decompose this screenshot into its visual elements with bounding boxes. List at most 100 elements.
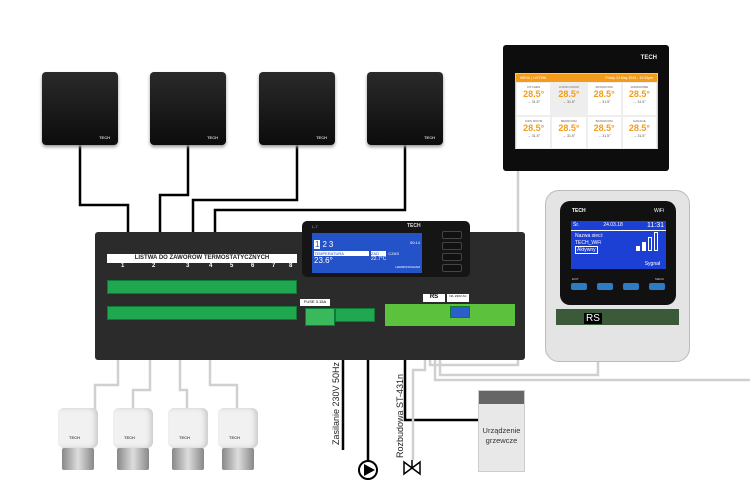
day: Śr. <box>573 222 580 228</box>
zone-number: 5 <box>230 263 234 269</box>
date: 24.03.18 <box>603 222 623 228</box>
room-temp: 28.5° <box>523 89 545 99</box>
room-setpoint: → 31.5° <box>527 100 540 104</box>
brand-logo: TECH <box>407 223 421 229</box>
menu-button[interactable] <box>649 283 665 290</box>
status: Aktywny <box>575 246 598 254</box>
room-name: BATHROOM <box>595 85 613 89</box>
temp-value: 23.6° <box>314 256 333 265</box>
power-terminal-label: N/L 230V AC <box>447 294 469 302</box>
rs-label: RS <box>423 294 445 302</box>
heating-device-label: Urządzenie grzewcze <box>482 426 521 445</box>
menu-label: MENU <box>655 277 664 281</box>
room-name: KITCHEN <box>527 85 541 89</box>
rs-port-label: RS <box>584 313 602 324</box>
thermostatic-actuator: TECH <box>165 408 211 472</box>
datetime: Friday 24 May 2024 - 10:33pm <box>605 76 653 80</box>
thermostatic-actuator: TECH <box>55 408 101 472</box>
signal-bars-icon <box>636 231 658 251</box>
room-setpoint: → 31.5° <box>633 133 646 138</box>
section-label: LISTWA <box>533 76 547 80</box>
wire-heating-device <box>403 340 478 422</box>
fuse-label: FUSE 3.15A <box>300 299 330 306</box>
mode-label: HARMONOGRAM <box>395 265 420 269</box>
set-label: ZAD <box>371 251 387 256</box>
signal-label: Sygnał <box>644 261 660 267</box>
zone-number: 2 <box>152 263 156 269</box>
set-value: 22.7°C <box>371 256 387 262</box>
room-setpoint: → 31.5° <box>562 133 576 138</box>
room-thermostat-1: TECH <box>42 72 118 145</box>
network-name: TECH_WiFi <box>575 240 602 246</box>
down-button[interactable] <box>623 283 639 290</box>
room-thermostat-4: TECH <box>367 72 443 145</box>
wire-thermostat-3 <box>191 145 299 232</box>
up-button[interactable] <box>597 283 613 290</box>
room-temp: 28.5° <box>523 122 545 133</box>
model-label: L-7 <box>312 224 318 229</box>
exit-label: EXIT <box>572 277 579 281</box>
valve-icon <box>403 460 421 476</box>
exit-button[interactable] <box>571 283 587 290</box>
power-label: Zasilanie 230V 50Hz <box>331 361 341 445</box>
room-temp: 28.5° <box>628 122 650 133</box>
zone-number: 6 <box>251 263 255 269</box>
brand-logo: TECH <box>179 435 190 440</box>
room-temp: 28.5° <box>593 89 615 99</box>
up-button[interactable] <box>442 231 462 239</box>
zone-2: 2 <box>322 240 327 249</box>
room-name: LIVING ROOM <box>558 85 579 89</box>
time-label: CZAS <box>388 251 400 256</box>
wire-thermostat-4 <box>213 145 407 232</box>
time: 11:31 <box>647 222 664 229</box>
room-thermostat-3: TECH <box>259 72 335 145</box>
network-label: Nazwa sieci: <box>575 233 604 239</box>
zone-3: 3 <box>328 240 334 249</box>
menu-button[interactable] <box>442 253 462 261</box>
exit-button[interactable] <box>442 264 462 272</box>
brand-logo: TECH <box>124 435 135 440</box>
room-thermostat-2: TECH <box>150 72 226 145</box>
heating-device: Urządzenie grzewcze <box>478 390 525 472</box>
zone-number: 8 <box>289 263 293 269</box>
wire-thermostat-2 <box>158 145 190 232</box>
brand-logo: TECH <box>69 435 80 440</box>
room-name: KIDS ROOM <box>525 118 543 123</box>
down-button[interactable] <box>442 242 462 250</box>
room-temp: 28.5° <box>628 89 650 99</box>
room-name: BEDROOM <box>561 118 577 123</box>
zone-number: 7 <box>272 263 276 269</box>
time: 00:14 <box>409 240 420 245</box>
brand-logo: TECH <box>229 435 240 440</box>
zone-1: 1 <box>314 240 321 249</box>
room-name: BATHROOM <box>595 118 613 123</box>
room-temp: 28.5° <box>558 89 580 99</box>
room-setpoint: → 31.5° <box>597 133 611 138</box>
room-setpoint: → 31.5° <box>562 100 576 104</box>
room-name: GARAGE <box>632 118 646 123</box>
menu-button[interactable]: MENU <box>520 76 531 80</box>
room-temp: 28.5° <box>558 122 580 133</box>
room-setpoint: → 31.5° <box>597 100 611 104</box>
wifi-label: WiFi <box>654 208 664 214</box>
room-temp: 28.5° <box>593 122 615 133</box>
expansion-label: Rozbudowa ST-431n <box>395 373 405 458</box>
zone-number: 1 <box>121 263 125 269</box>
thermostatic-actuator: TECH <box>215 408 261 472</box>
zone-number: 4 <box>209 263 213 269</box>
room-setpoint: → 31.5° <box>633 100 646 104</box>
